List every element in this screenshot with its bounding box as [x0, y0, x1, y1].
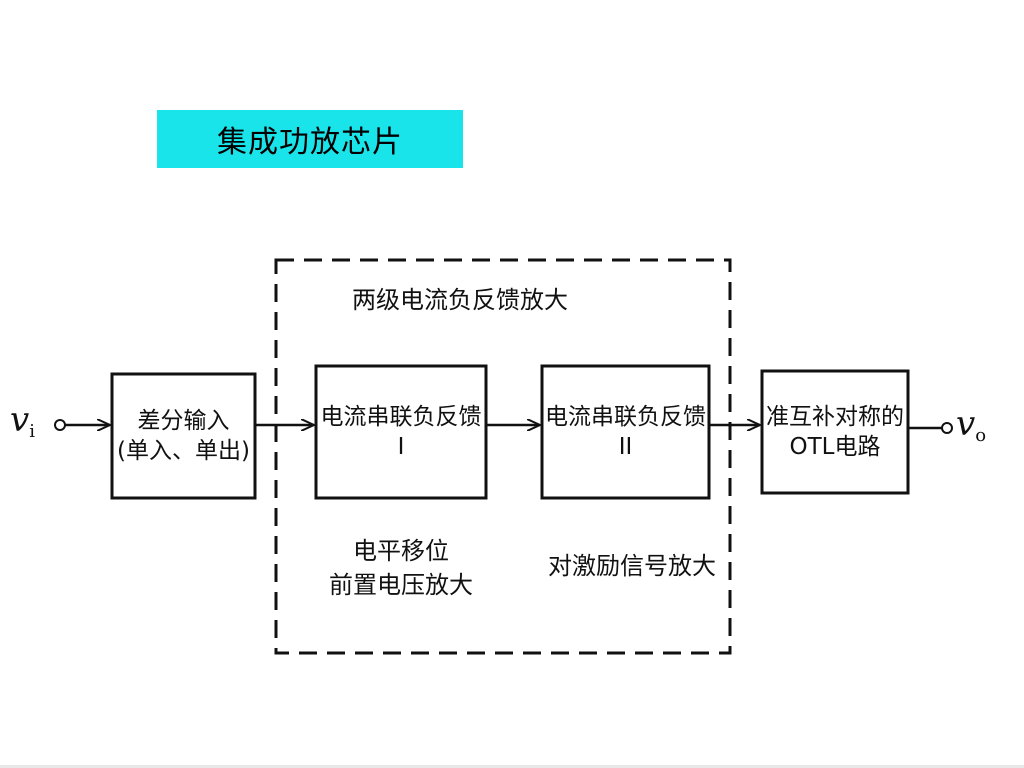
- stage1-note: 电平移位 前置电压放大: [316, 520, 486, 616]
- diff-input-text: 差分输入 (单入、单出): [112, 374, 255, 498]
- diff-input-block: [110, 372, 257, 500]
- diff-input-line-1: 差分输入: [137, 408, 230, 434]
- feedback-1-text: 电流串联负反馈 I: [316, 366, 486, 498]
- feedback-1-line-1: 电流串联负反馈: [320, 404, 482, 430]
- otl-line-2: OTL电路: [789, 434, 881, 460]
- feedback-1-block: [314, 364, 488, 500]
- group-label: 两级电流负反馈放大: [352, 286, 568, 314]
- otl-block: [760, 369, 910, 495]
- stage1-note-line-1: 电平移位: [353, 537, 449, 565]
- input-symbol: vi: [10, 400, 35, 442]
- feedback-2-text: 电流串联负反馈 II: [542, 366, 709, 498]
- stage2-note: 对激励信号放大: [548, 552, 716, 580]
- feedback-2-block: [540, 364, 711, 500]
- chip-boundary: [274, 258, 732, 655]
- footer-divider: [0, 765, 1024, 768]
- otl-line-1: 准互补对称的: [766, 404, 904, 430]
- feedback-2-line-2: II: [618, 434, 633, 460]
- feedback-1-line-2: I: [397, 434, 405, 460]
- output-terminal: [941, 422, 953, 434]
- stage1-note-line-2: 前置电压放大: [329, 571, 473, 599]
- input-terminal: [54, 419, 66, 431]
- output-symbol: vo: [956, 404, 987, 446]
- diff-input-line-2: (单入、单出): [117, 438, 250, 464]
- feedback-2-line-1: 电流串联负反馈: [545, 404, 706, 430]
- otl-text: 准互补对称的 OTL电路: [762, 371, 908, 493]
- slide-title: 集成功放芯片: [157, 110, 463, 168]
